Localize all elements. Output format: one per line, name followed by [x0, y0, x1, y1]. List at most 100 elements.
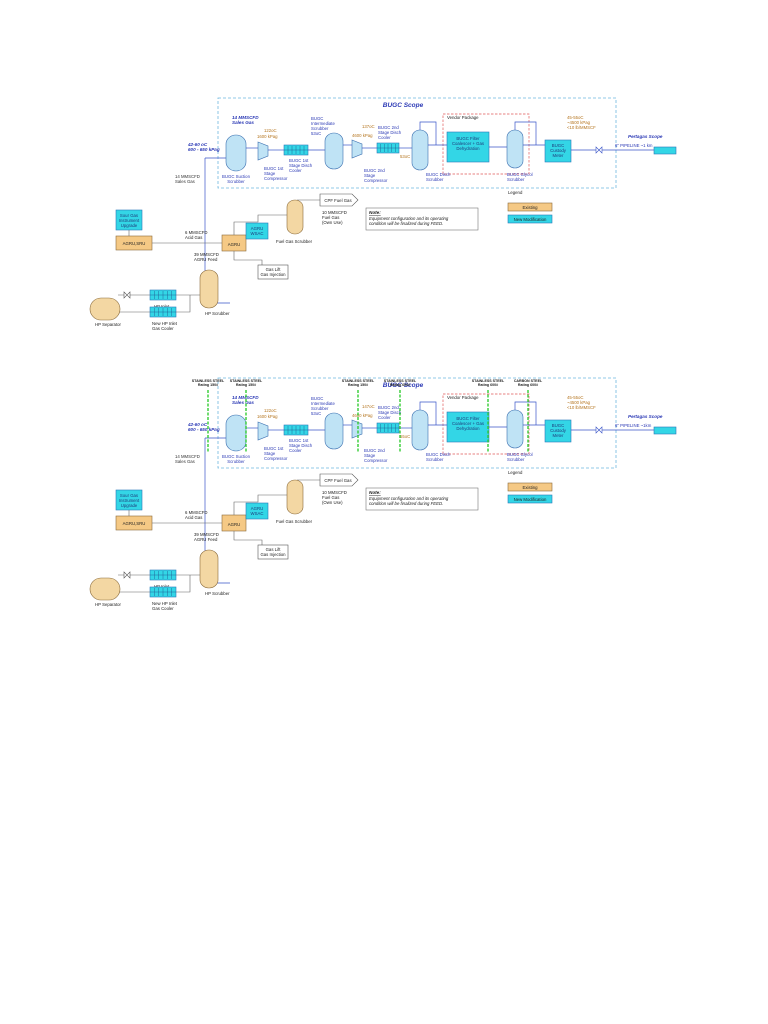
bugc-scope-boundary [217, 97, 617, 189]
filter-coalescer-box [446, 131, 490, 163]
legend-title: Legend [508, 190, 523, 195]
fuel-gas-scrubber [286, 199, 304, 235]
disch-scrubber [411, 129, 429, 171]
temp1-label: 122oC [264, 408, 277, 413]
hp-scrubber [199, 549, 219, 589]
recycle-line [419, 121, 437, 145]
stage1-compressor [257, 421, 269, 441]
glycol-recycle-line [514, 121, 537, 145]
new-hp-to-scrubber [176, 575, 191, 593]
hp-separator [89, 297, 121, 321]
temp1-label: 122oC [264, 128, 277, 133]
intermediate-scrubber [324, 412, 344, 450]
recycle-line [419, 401, 437, 425]
temp3-label: 53oC [400, 154, 410, 159]
suction-scrubber [225, 134, 247, 172]
vendor-package-label: Vendor Package [447, 395, 479, 400]
pressure1-label: 1600 kPag [257, 134, 278, 139]
fuel-gas-scrubber-label: Fuel Gas Scrubber [276, 239, 313, 244]
temp2-label: 137oC [362, 124, 375, 129]
fuel-gas-scrubber-label: Fuel Gas Scrubber [276, 519, 313, 524]
pressure1-label: 1600 kPag [257, 414, 278, 419]
suction-scrubber [225, 414, 247, 452]
gas-lift-box [257, 544, 289, 560]
pertagas-scope-label: Pertagas Scope [628, 414, 663, 419]
custody-meter-box [544, 419, 572, 443]
hp-separator [89, 577, 121, 601]
legend-title: Legend [508, 470, 523, 475]
note-lines: Equipment configuration and its operatin… [369, 216, 449, 226]
vendor-package-boundary [442, 113, 530, 175]
cpf-fuel-gas-arrow [319, 473, 359, 487]
hp-scrubber [199, 269, 219, 309]
stage1-compressor [257, 141, 269, 161]
pressure2-label: 4600 kPag [352, 413, 373, 418]
pipeline-label: 6" PIPELINE ~1 km [615, 143, 653, 148]
legend-existing-swatch [507, 202, 553, 212]
export-conditions-label: 45-55oC~4500 kPag<10 lb/MMSCF [567, 115, 596, 130]
legend-existing-label: Existing [522, 205, 538, 210]
pipeline-label: 6" PIPELINE ~1km [615, 423, 652, 428]
cpf-fuel-gas-label: CPF Fuel Gas [324, 478, 351, 483]
agru-label: AGRU [228, 522, 240, 527]
agru-label: AGRU [228, 242, 240, 247]
cpf-fuel-gas-arrow [319, 193, 359, 207]
pipeline-terminal [653, 426, 677, 435]
glycol-recycle-line [514, 401, 537, 425]
vendor-package-boundary [442, 393, 530, 455]
scope-title: BUGC Scope [383, 102, 424, 109]
cpf-fuel-gas-label: CPF Fuel Gas [324, 198, 351, 203]
stage2-compressor [351, 139, 363, 159]
vendor-package-label: Vendor Package [447, 115, 479, 120]
note-box [365, 207, 479, 231]
bugc-scope-boundary [217, 377, 617, 469]
legend-existing-swatch [507, 482, 553, 492]
inlet-valve [123, 571, 131, 579]
filter-coalescer-box [446, 411, 490, 443]
agru-wsac-box [245, 222, 269, 240]
hp-separator-label: HP Separator [95, 322, 122, 327]
agru-sru-label: AGRU,SRU [123, 521, 146, 526]
note-title: Note: [369, 490, 381, 495]
inlet-valve [123, 291, 131, 299]
stage2-compressor [351, 419, 363, 439]
gas-lift-line [233, 251, 263, 265]
new-hp-to-scrubber [176, 295, 191, 313]
scope-title: BUGC Scope [383, 382, 424, 389]
